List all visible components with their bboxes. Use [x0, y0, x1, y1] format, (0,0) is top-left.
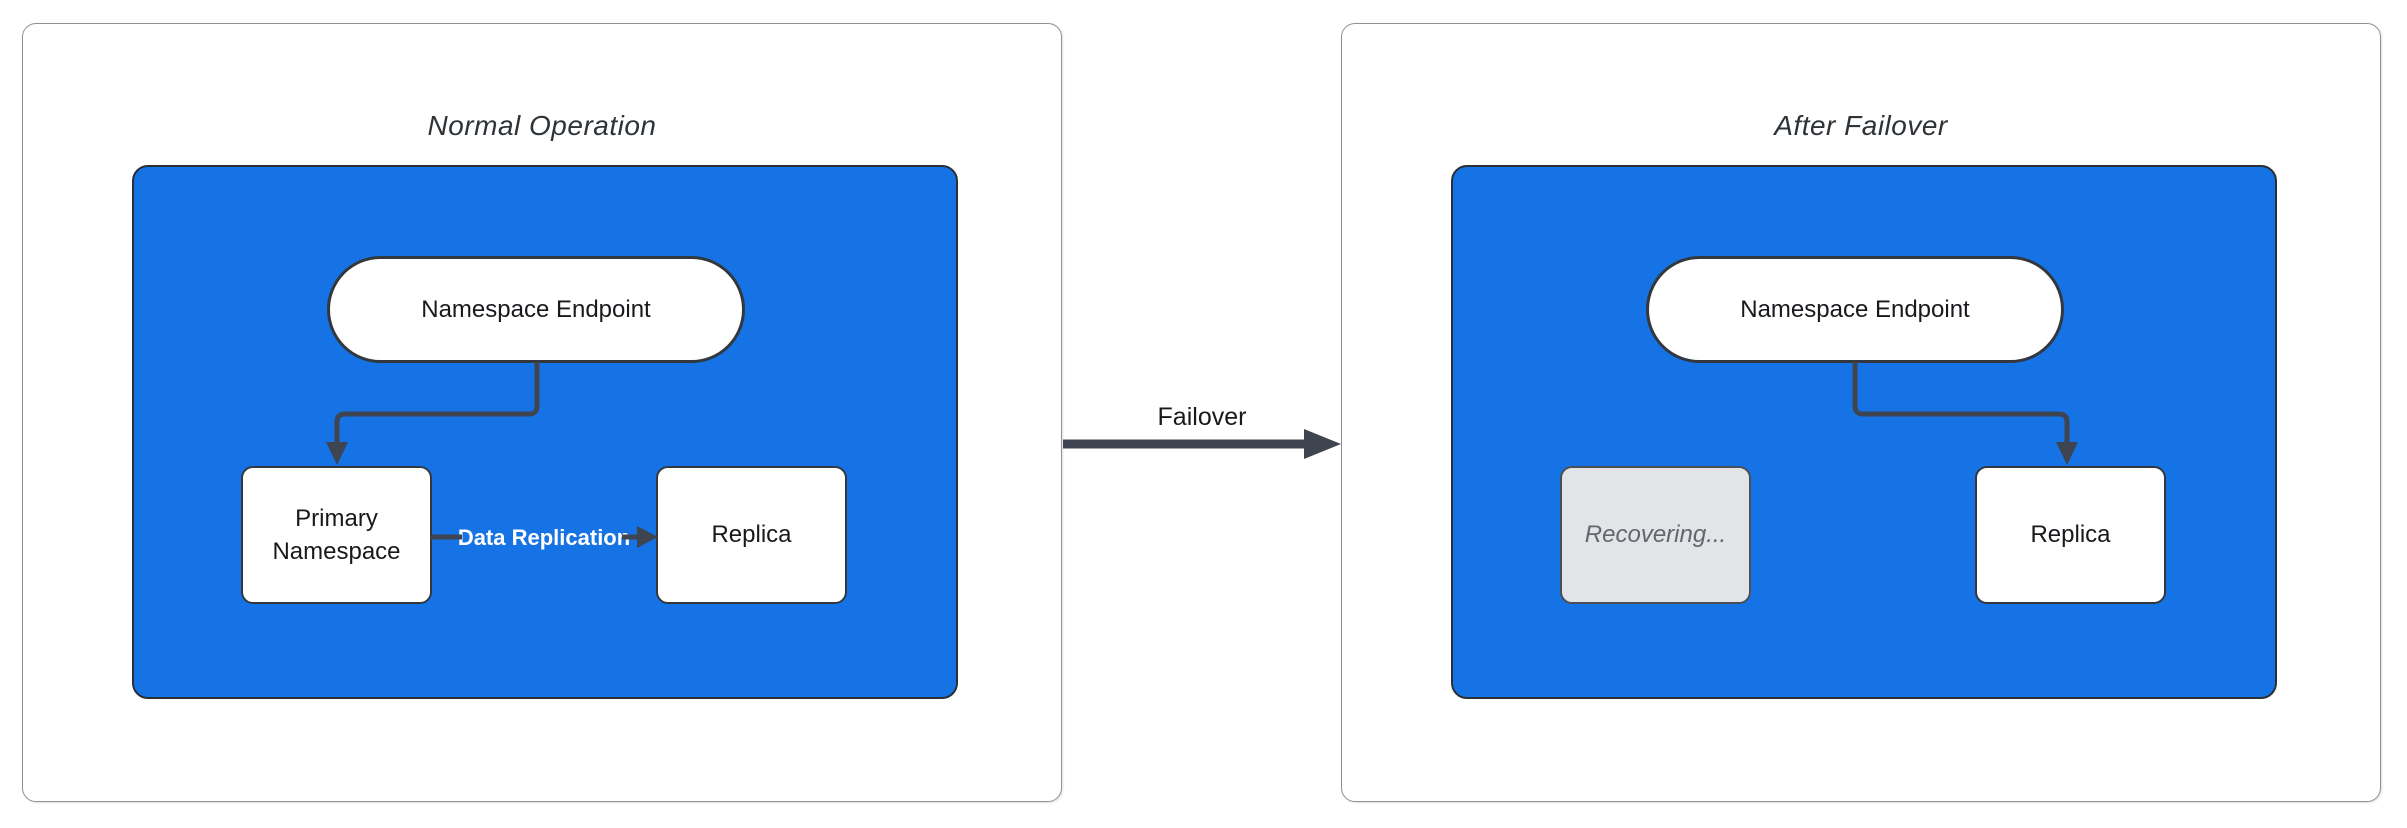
failover-arrow-label: Failover: [1157, 403, 1247, 431]
node-label-namespace-endpoint-right: Namespace Endpoint: [1740, 295, 1970, 323]
node-replica-right: Replica: [1975, 466, 2166, 604]
namespace-container-right: [1451, 165, 2277, 699]
node-namespace-endpoint-left: Namespace Endpoint: [327, 256, 745, 363]
panel-normal-operation: Normal Operation Namespace Endpoint Prim…: [22, 23, 1062, 802]
panel-title-after-failover: After Failover: [1774, 110, 1948, 141]
node-label-primary-namespace: Primary Namespace: [272, 504, 401, 565]
node-label-recovering: Recovering...: [1584, 521, 1727, 549]
failover-arrowhead: [1304, 429, 1341, 459]
node-recovering: Recovering...: [1560, 466, 1751, 604]
panel-after-failover: After Failover Namespace Endpoint Recove…: [1341, 23, 2381, 802]
node-primary-namespace: Primary Namespace: [241, 466, 432, 604]
node-label-namespace-endpoint-left: Namespace Endpoint: [421, 295, 651, 323]
namespace-container-left: [132, 165, 958, 699]
node-label-replica-right: Replica: [2030, 521, 2111, 549]
edge-label-data-replication: Data Replication: [457, 525, 631, 550]
node-namespace-endpoint-right: Namespace Endpoint: [1646, 256, 2064, 363]
panel-title-normal-operation: Normal Operation: [427, 110, 657, 141]
node-replica-left: Replica: [656, 466, 847, 604]
node-label-replica-left: Replica: [711, 521, 792, 549]
